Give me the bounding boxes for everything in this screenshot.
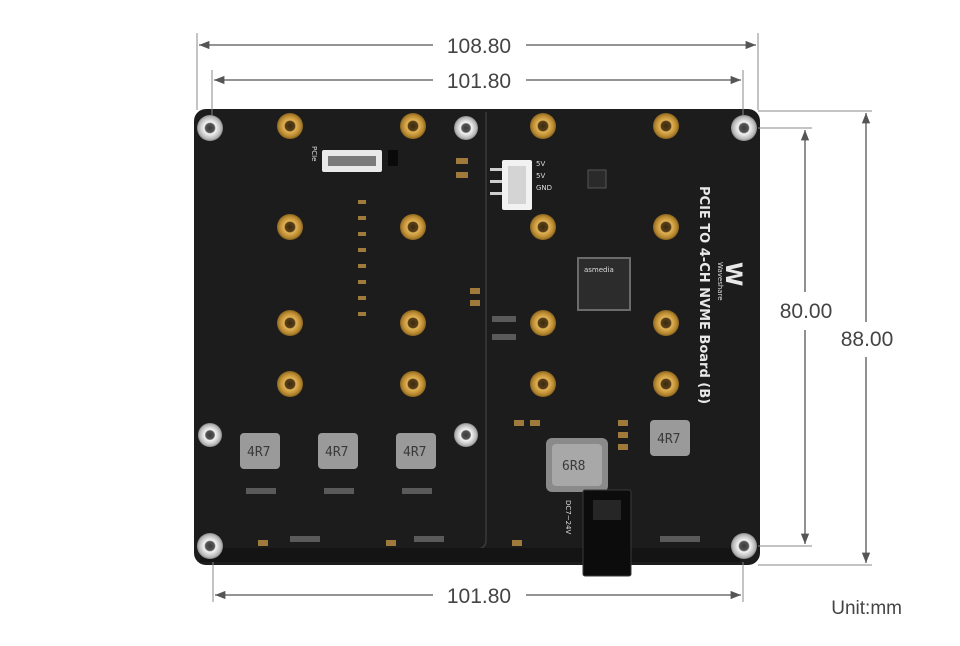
power-label-3: GND xyxy=(536,184,552,192)
dimension-top-inner-label: 101.80 xyxy=(447,70,511,93)
power-label-2: 5V xyxy=(536,172,545,180)
controller-chip: asmedia xyxy=(577,257,631,311)
pcie-connector: PCIe xyxy=(310,146,398,172)
pcb-board xyxy=(194,109,760,565)
dc-label: DC7~24V xyxy=(564,500,572,535)
brand-logo: W xyxy=(720,262,745,286)
inductor-label-2: 4R7 xyxy=(325,445,348,460)
brand-name: Waveshare xyxy=(716,262,724,301)
smd-components xyxy=(246,158,700,546)
dimension-bottom: 101.80 xyxy=(212,562,744,608)
power-header: 5V 5V GND xyxy=(490,160,552,210)
dimension-top-inner: 101.80 xyxy=(211,70,744,116)
silver-mounting-holes xyxy=(197,115,757,559)
dc-jack: DC7~24V xyxy=(564,489,632,577)
power-label-1: 5V xyxy=(536,160,545,168)
dimension-bottom-label: 101.80 xyxy=(447,585,511,608)
chip-label: asmedia xyxy=(584,266,614,274)
pcie-label: PCIe xyxy=(310,146,318,161)
dimension-right-outer-label: 88.00 xyxy=(841,328,894,351)
small-chip xyxy=(587,169,607,189)
dimension-top-outer: 108.80 xyxy=(196,33,759,110)
gold-standoffs xyxy=(277,113,679,397)
board-title: PCIE TO 4-CH NVME Board (B) xyxy=(696,186,711,404)
inductor-label-1: 4R7 xyxy=(247,445,270,460)
main-inductor: 6R8 xyxy=(546,438,608,492)
dimension-right-inner: 80.00 xyxy=(758,127,833,547)
inductor-label-4: 4R7 xyxy=(657,432,680,447)
inductor-label-3: 4R7 xyxy=(403,445,426,460)
dimension-right-inner-label: 80.00 xyxy=(780,300,833,323)
board-silkscreen: PCIE TO 4-CH NVME Board (B) W Waveshare xyxy=(696,186,745,404)
main-inductor-label: 6R8 xyxy=(562,459,585,474)
unit-label: Unit:mm xyxy=(831,598,902,619)
dimension-top-outer-label: 108.80 xyxy=(447,35,511,58)
dimension-right-outer: 88.00 xyxy=(758,110,894,566)
small-inductors: 4R7 4R7 4R7 4R7 xyxy=(240,420,690,469)
